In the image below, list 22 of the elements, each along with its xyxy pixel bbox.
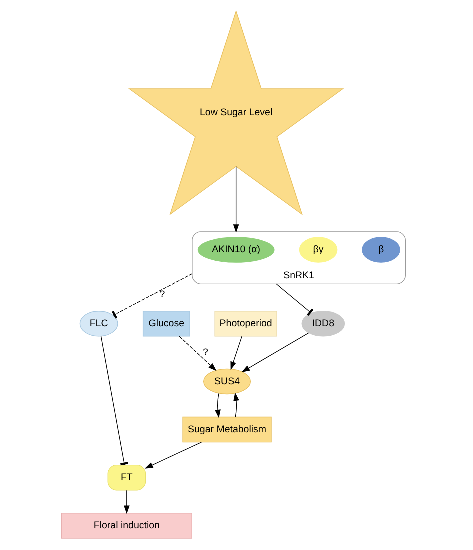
node-ellipse: βγ [299,237,338,263]
arrow [144,442,202,469]
node-box: Floral induction [61,513,192,539]
node-ellipse: AKIN10 (α) [198,237,275,263]
connector [100,336,128,466]
arrow [230,336,242,370]
edge-label: ? [160,290,166,301]
arrow [234,392,240,418]
arrow [179,336,217,372]
edge-label: ? [202,347,208,358]
arrow [124,490,130,514]
arrow [215,393,221,418]
arrow [233,166,240,233]
node-box: FT [108,464,146,491]
node-box: Photoperiod [214,311,278,337]
node-box: Sugar Metabolism [182,416,272,443]
node-ellipse: β [362,237,400,263]
arrow [242,332,310,373]
node-ellipse: SUS4 [204,368,252,395]
connector [276,284,314,316]
node-box: Glucose [142,311,190,337]
connector [112,274,193,319]
